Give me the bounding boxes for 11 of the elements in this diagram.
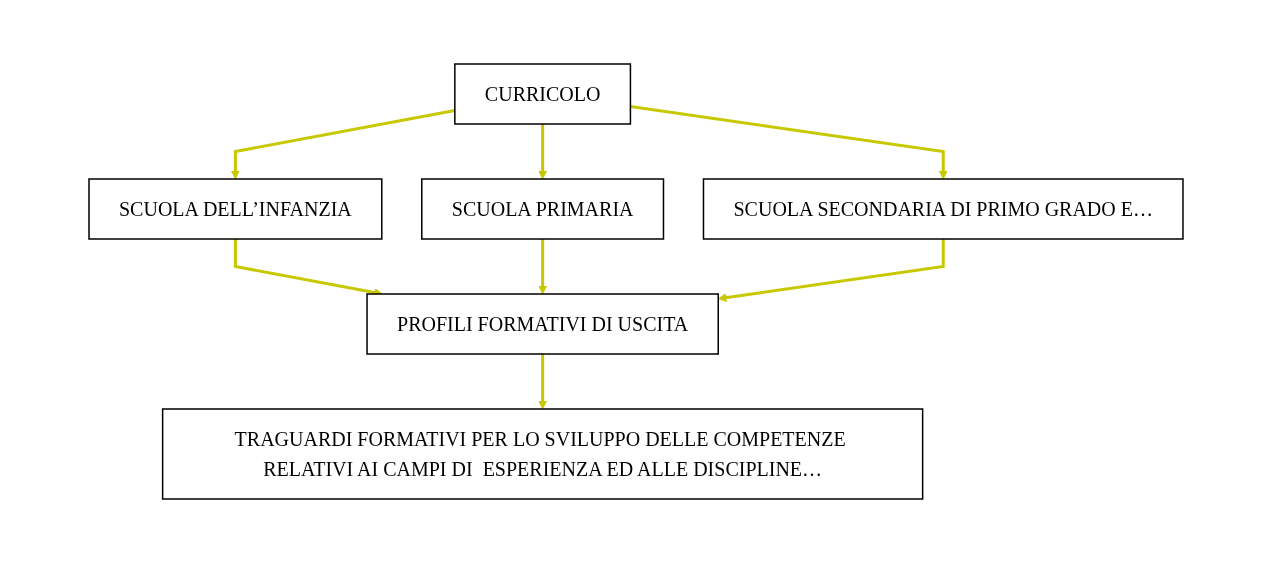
arrow (630, 105, 948, 180)
node-box: CURRICOLO (454, 63, 632, 125)
node-box: SCUOLA SECONDARIA DI PRIMO GRADO E… (702, 178, 1184, 240)
node-box: SCUOLA DELL’INFANZIA (88, 178, 383, 240)
arrow (717, 239, 945, 302)
arrow (538, 354, 548, 410)
arrow (538, 239, 548, 295)
node-box: SCUOLA PRIMARIA (421, 178, 665, 240)
node-box: TRAGUARDI FORMATIVI PER LO SVILUPPO DELLE COMPETENZE RELATIVI AI CAMPI DI ESPERIENZA ED ALLE DISCIPLINE… (161, 408, 924, 500)
arrow (538, 124, 548, 180)
node-box: PROFILI FORMATIVI DI USCITA (366, 293, 719, 355)
